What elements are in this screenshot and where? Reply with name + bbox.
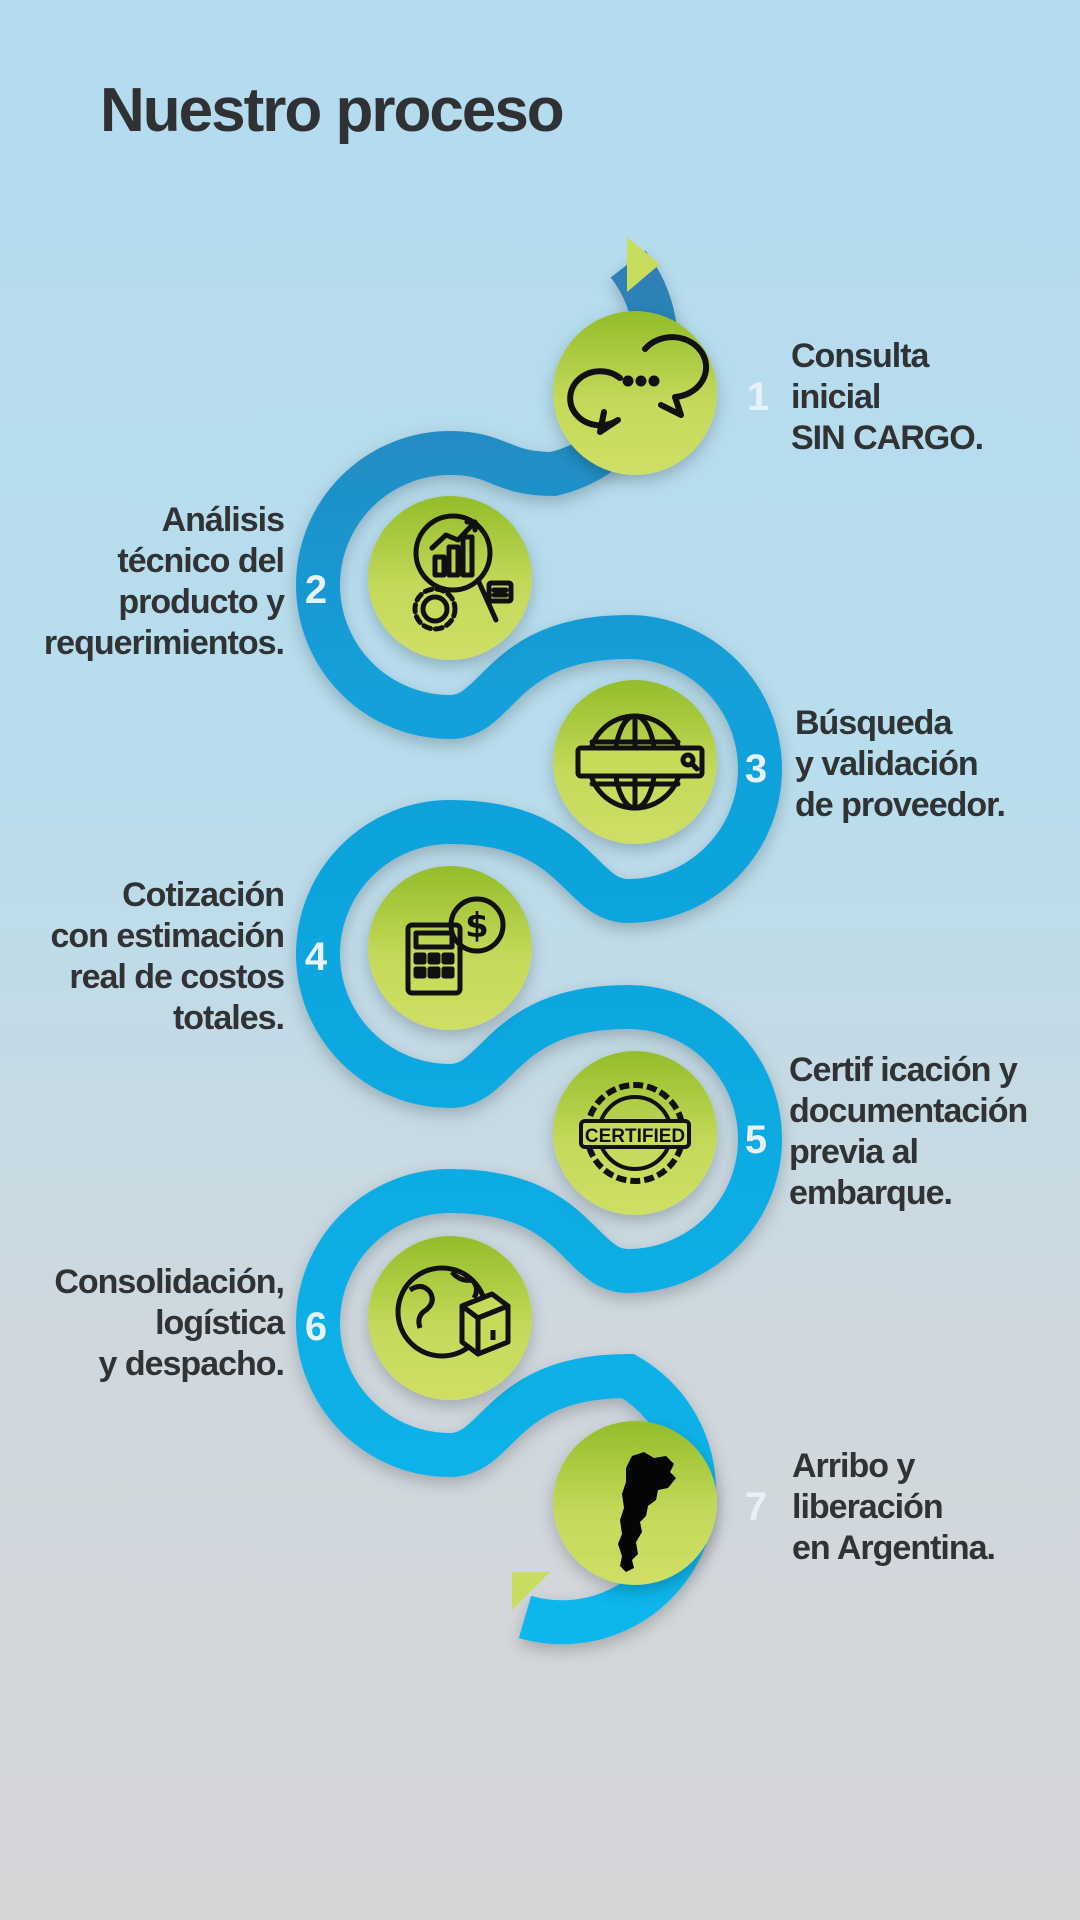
step-circle-1 — [553, 311, 717, 475]
step-label-4: Cotización con estimación real de costos… — [50, 876, 285, 1037]
step-circle-7 — [553, 1421, 717, 1585]
globe-box-icon — [395, 1265, 511, 1359]
step-circle-3 — [553, 680, 717, 844]
step-label-5: Certif icación y documentación previa al… — [789, 1051, 1028, 1212]
end-arrow-icon — [512, 1572, 550, 1610]
step-circle-6 — [368, 1236, 532, 1400]
calculator-dollar-icon: $ — [405, 896, 506, 996]
step-label-1: Consulta inicial SIN CARGO. — [791, 337, 984, 457]
step-circle-4: $ — [368, 866, 532, 1030]
certified-seal-icon: CERTIFIED — [579, 1082, 691, 1184]
step-number-6: 6 — [305, 1305, 327, 1349]
step-number-3: 3 — [745, 747, 767, 791]
start-arrow-icon — [627, 237, 660, 292]
step-label-7: Arribo y liberación en Argentina. — [792, 1447, 996, 1567]
chat-bubbles-icon — [567, 334, 710, 435]
analysis-magnifier-icon — [412, 513, 514, 632]
step-label-6: Consolidación, logística y despacho. — [54, 1263, 285, 1383]
step-number-2: 2 — [305, 568, 327, 612]
page-title: Nuestro proceso — [100, 76, 565, 145]
step-label-3: Búsqueda y validación de proveedor. — [795, 704, 1006, 824]
step-number-4: 4 — [305, 935, 328, 979]
step-circle-5: CERTIFIED — [553, 1051, 717, 1215]
step-number-5: 5 — [745, 1118, 767, 1162]
argentina-map-icon — [618, 1452, 676, 1572]
step-number-7: 7 — [745, 1485, 767, 1529]
globe-search-icon — [575, 713, 705, 811]
step-label-2: Análisis técnico del producto y requerim… — [43, 501, 285, 662]
step-circle-2 — [368, 496, 532, 660]
seal-text: CERTIFIED — [585, 1126, 685, 1147]
svg-text:$: $ — [465, 906, 489, 946]
serpentine-ribbon — [296, 250, 782, 1645]
step-number-1: 1 — [747, 375, 769, 419]
